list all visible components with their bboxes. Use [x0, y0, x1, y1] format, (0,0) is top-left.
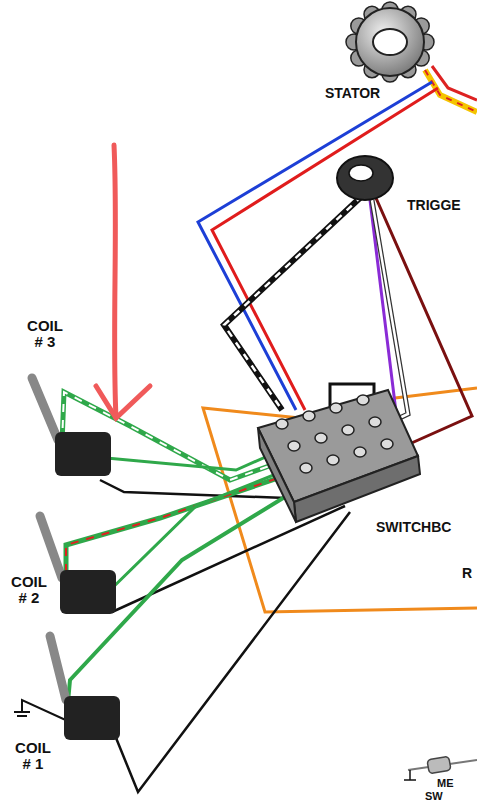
- part-label: STATOR: [325, 86, 380, 101]
- part-label: ME: [437, 778, 454, 790]
- part-label: COIL # 1: [10, 740, 56, 772]
- coils: [32, 378, 120, 740]
- meter-switch: [404, 756, 477, 780]
- callout-arrow: [96, 145, 150, 418]
- part-label: R: [462, 566, 472, 581]
- part-label: SW: [425, 791, 443, 803]
- part-label: TRIGGE: [407, 198, 461, 213]
- stator: [346, 2, 434, 82]
- trigger: [337, 156, 393, 200]
- part-label: SWITCHBC: [376, 520, 451, 535]
- switchbox: [258, 390, 420, 522]
- part-label: COIL # 2: [6, 574, 52, 606]
- part-label: COIL # 3: [22, 318, 68, 350]
